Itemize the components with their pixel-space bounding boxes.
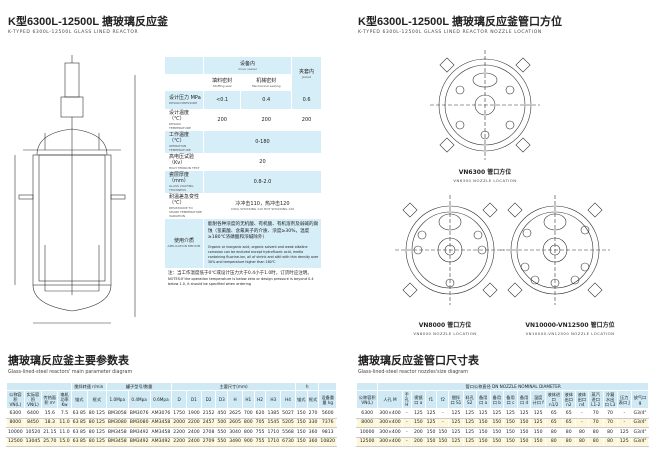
column-header: H [227,390,243,409]
column-header: D1 [186,390,202,409]
column-header: 蒸汽进口 L1-2 [587,390,604,409]
column-header: 液体出口 n2 [561,390,576,409]
spec-row: 耐温差急变性（℃）RESISTANCE TO SHARP TEMPERATURE… [165,193,323,219]
column-header: D2 [200,390,217,409]
column-header: 备用口 c [503,390,518,409]
spec-note: 注：当工作温度低于0℃或设计压力大于0.4小于1.0时，订货时应注明。NOTES… [168,270,314,286]
column-header: 传热面积 m² [41,390,59,409]
param-table-subtitle: Glass-lined-steel reactors' main paramet… [8,370,133,375]
column-header: 备用口 d [516,390,532,409]
nozzle-table-subtitle: Glass-lined-steel reactor nozzles'size d… [358,370,468,375]
left-subtitle: K-TYPED 6300L-12500L GLASS LINED REACTOR [8,30,139,35]
right-subtitle: K-TYPED 6300L-12500L GLASS LINED REACTOR… [358,30,542,35]
column-header: H4 [280,390,296,409]
column-header: 放气口 g [630,390,650,409]
column-header: 人孔 M [377,390,403,409]
nozzle-diagram-vn6300 [430,50,540,160]
column-header: D3 [215,390,229,409]
column-header: 设备重量 kg [318,390,338,409]
diagram-title-vn10000: VN10000-VN12500 管口方位 [525,322,615,329]
nozzle-table-title: 搪玻璃反应釜管口尺寸表 [358,355,479,367]
diagram-title-vn8000: VN8000 管口方位 [418,322,472,329]
nozzle-diagram-vn10000 [500,195,610,305]
reactor-drawing [14,55,136,324]
column-header: 视镜口 a [411,390,426,409]
column-header: 0.6Mpa [149,390,173,409]
column-header: 冷凝水出口 L3 [602,390,618,409]
column-header: 锚式 [294,390,308,409]
diagram-sub-vn10000: VN10000-VN12500 NOZZLE LOCATION [525,331,615,336]
column-header: 框式 [306,390,320,409]
diagram-sub-vn6300: VN6300 NOZZLE LOCATION [453,178,517,183]
column-header: H1 [241,390,255,409]
column-header: 1.0Mpa [105,390,129,409]
column-header: 备用口 b [489,390,505,409]
column-header: 温度计口 f [530,390,546,409]
column-header: 框式 [86,390,107,409]
column-header: 液体进口 n1/2 [544,390,563,409]
diagram-sub-vn8000: VN8000 NOZZLE LOCATION [413,331,477,336]
column-header: 料孔 S2 [462,390,477,409]
column-header: 锚式 [70,390,88,409]
column-header: 备用口 a [475,390,491,409]
column-header: f2 [436,390,450,409]
column-header: 液体出口 n4 [574,390,589,409]
column-header: 实际容积 VN(L) [23,390,43,409]
column-header: 公称容积 VN(L) [6,390,25,409]
column-header: 电机功率 Kw [57,390,72,409]
column-header: 搅拌口 S1 [448,390,464,409]
column-header: f1 [424,390,438,409]
left-title: K型6300L-12500L 搪玻璃反应釜 [8,16,168,28]
column-header: H3 [265,390,282,409]
column-header: 压力表口 J [616,390,632,409]
column-header: H2 [253,390,267,409]
column-header: 0.4Mpa [127,390,151,409]
column-header: 手孔 H [401,390,413,409]
param-table-title: 搪玻璃反应釜主要参数表 [8,355,129,367]
right-title: K型6300L-12500L 搪玻璃反应釜管口方位 [358,16,562,28]
column-header: 公称容积 VN(L) [355,390,379,409]
nozzle-diagram-vn8000 [395,195,505,305]
diagram-title-vn6300: VN6300 管口方位 [458,169,512,176]
column-header: D [171,390,187,409]
